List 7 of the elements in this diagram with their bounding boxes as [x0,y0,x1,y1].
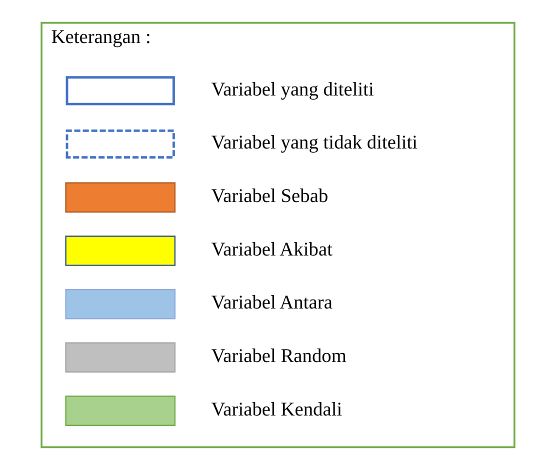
legend-label: Variabel Random [211,346,346,368]
legend-label: Variabel Akibat [211,239,332,260]
legend-label: Variabel Kendali [211,399,342,420]
legend-label: Variabel yang diteliti [211,79,374,100]
legend-label: Variabel Sebab [211,186,328,208]
legend-label: Variabel yang tidak diteliti [211,132,418,154]
legend-label: Variabel Antara [211,292,332,314]
